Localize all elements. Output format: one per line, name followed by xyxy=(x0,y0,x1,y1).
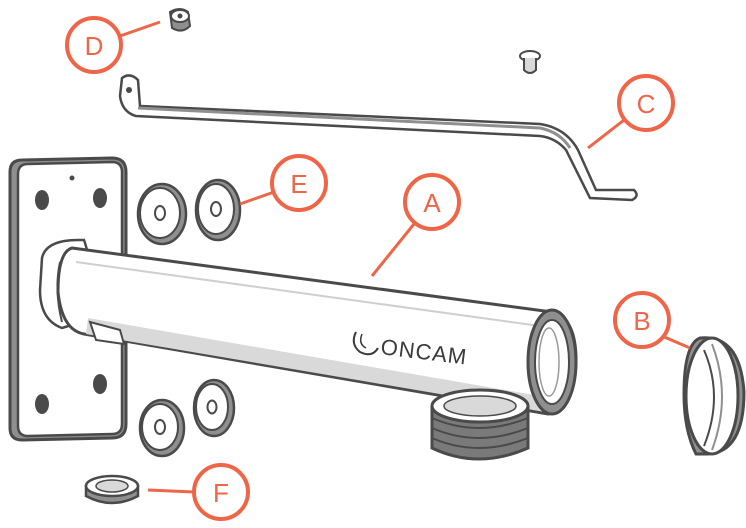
washer xyxy=(140,400,184,456)
washer xyxy=(138,184,186,244)
small-cap xyxy=(86,476,138,503)
callout-e: E xyxy=(240,156,326,210)
callout-d: D xyxy=(67,18,160,72)
washer xyxy=(194,380,234,436)
callout-c: C xyxy=(588,76,673,148)
callout-label-e: E xyxy=(290,169,307,199)
plate-hole-top-right xyxy=(93,188,107,208)
callout-f: F xyxy=(148,465,248,519)
end-cap-plug xyxy=(684,338,744,454)
small-nut xyxy=(170,9,190,31)
small-plug xyxy=(520,51,540,73)
callout-b: B xyxy=(615,293,690,348)
callout-label-a: A xyxy=(423,188,441,218)
callout-label-d: D xyxy=(85,31,104,61)
callout-label-c: C xyxy=(637,89,656,119)
callout-label-f: F xyxy=(213,478,229,508)
callout-label-b: B xyxy=(633,306,650,336)
washer-set-lower xyxy=(140,380,234,456)
threaded-outlet xyxy=(432,390,528,459)
plate-hole-bottom-right xyxy=(93,374,107,394)
plate-hole-top-left xyxy=(35,190,49,210)
plate-hole-bottom-left xyxy=(35,394,49,414)
washer-set-upper xyxy=(138,180,240,244)
callout-a: A xyxy=(372,175,459,276)
washer xyxy=(196,180,240,240)
plate-center-dot xyxy=(70,176,75,181)
support-rod xyxy=(120,75,637,200)
